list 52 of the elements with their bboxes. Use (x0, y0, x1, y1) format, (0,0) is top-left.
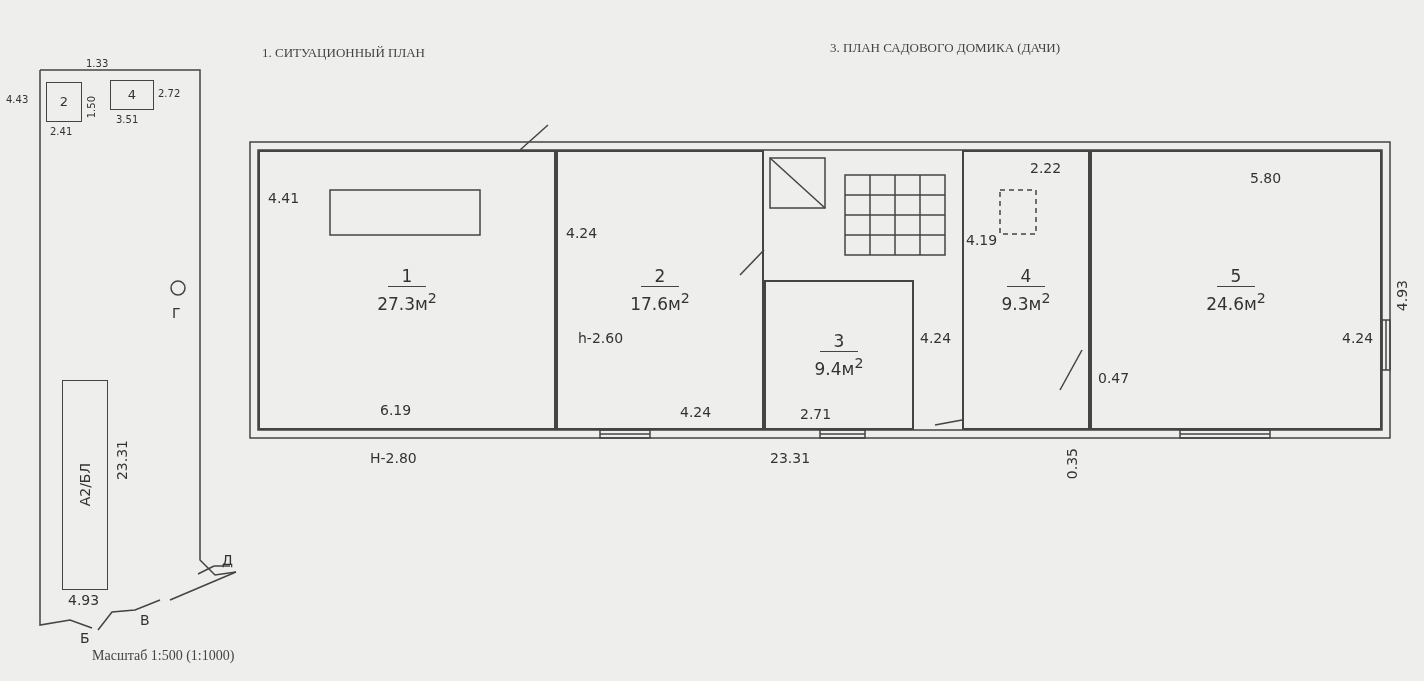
outbuilding (110, 80, 154, 110)
dimension-label: 4.24 (920, 330, 952, 346)
dimension-label: 5.80 (1250, 170, 1282, 186)
point-letter: Д (222, 552, 233, 568)
room-area: 9.3м$^{2}$ (1001, 286, 1051, 315)
dimension-label: 1.50 (85, 96, 98, 119)
dimension-label: 4.43 (6, 93, 29, 107)
dimension-label: 1.33 (86, 57, 109, 71)
dimension-label: 2.22 (1030, 160, 1062, 176)
dimension-label: 4.24 (1342, 330, 1374, 346)
dimension-label: 2.41 (50, 125, 73, 139)
room-area: 24.6м$^{2}$ (1206, 286, 1266, 315)
dimension-label: 23.31 (770, 450, 811, 466)
room (258, 150, 556, 430)
room-number: 1 (387, 265, 427, 287)
dimension-label: 0.35 (1064, 448, 1080, 480)
dimension-label: 0.47 (1098, 370, 1130, 386)
dimension-label: 2.71 (800, 406, 832, 422)
room-number: 4 (1006, 265, 1046, 287)
dimension-label: 4.93 (68, 592, 100, 608)
dimension-label: 4.24 (680, 404, 712, 420)
dimension-label: 23.31 (114, 440, 130, 481)
room-area: 9.4м$^{2}$ (814, 351, 864, 380)
dimension-label: h-2.60 (578, 330, 624, 346)
building-number: 2 (59, 93, 69, 111)
scale-note: Масштаб 1:500 (1:1000) (92, 648, 235, 664)
point-letter: В (140, 612, 150, 628)
room-area: 27.3м$^{2}$ (377, 286, 437, 315)
dimension-label: 4.93 (1394, 280, 1410, 312)
dimension-label: 4.19 (966, 232, 998, 248)
room (556, 150, 764, 430)
building-number: А2/БЛ (76, 463, 94, 507)
plan-heading: 1. СИТУАЦИОННЫЙ ПЛАН (262, 45, 425, 61)
plan-heading: 3. ПЛАН САДОВОГО ДОМИКА (ДАЧИ) (830, 40, 1061, 56)
building-outline (62, 380, 108, 590)
outbuilding (46, 82, 82, 122)
room (1090, 150, 1382, 430)
dimension-label: 3.51 (116, 113, 139, 127)
point-letter: Б (80, 630, 90, 646)
room-number: 3 (819, 330, 859, 352)
dimension-label: 4.24 (566, 225, 598, 241)
dimension-label: H-2.80 (370, 450, 417, 466)
room-number: 2 (640, 265, 680, 287)
room (764, 280, 914, 430)
building-number: 4 (127, 86, 137, 104)
dimension-label: 2.72 (158, 87, 181, 101)
room (962, 150, 1090, 430)
room-number: 5 (1216, 265, 1256, 287)
dimension-label: 4.41 (268, 190, 300, 206)
room-area: 17.6м$^{2}$ (630, 286, 690, 315)
point-letter: Г (172, 305, 181, 321)
dimension-label: 6.19 (380, 402, 412, 418)
